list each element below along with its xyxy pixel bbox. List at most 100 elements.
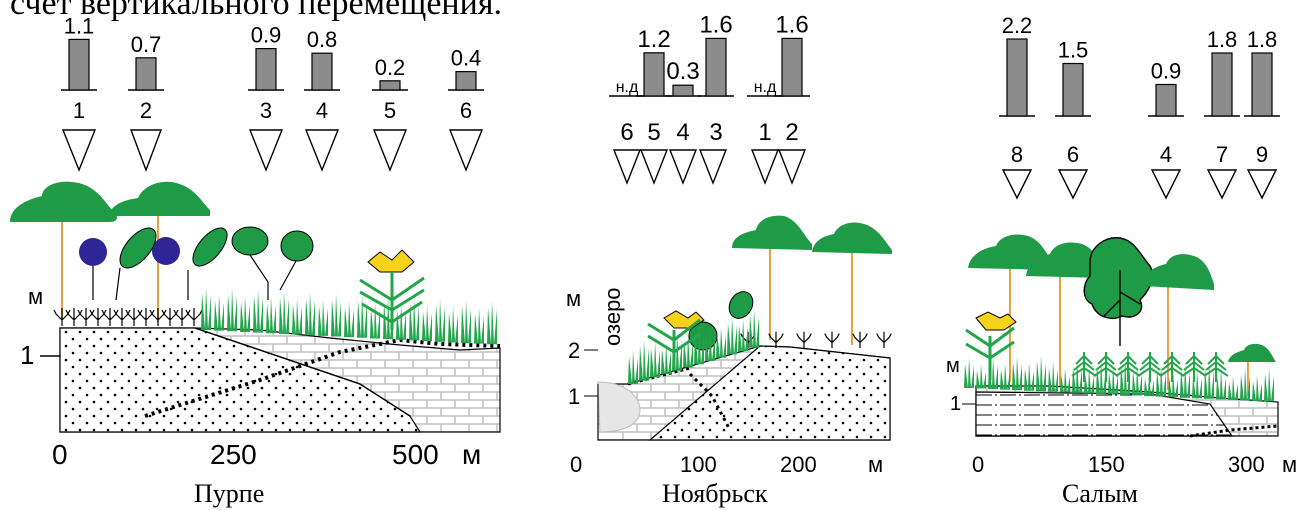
grass-icon <box>318 299 328 336</box>
bar-group-salym: 2.281.560.941.871.89 <box>999 13 1280 167</box>
bar-6 <box>455 70 477 91</box>
bar-4 <box>311 52 333 91</box>
bar-value-label: 0.9 <box>1151 59 1182 84</box>
grass-icon <box>694 324 704 365</box>
bar-6 <box>1062 62 1084 117</box>
vegetation-salym <box>964 234 1276 402</box>
shrub-icon <box>89 308 107 326</box>
triangle-marker <box>1057 169 1089 200</box>
grass-icon <box>1120 359 1130 396</box>
grass-icon <box>1024 362 1034 391</box>
bar-site-label: 6 <box>460 98 472 123</box>
pine-icon <box>1159 352 1185 382</box>
bar-site-label: 4 <box>316 98 328 123</box>
triangle-markers-noyabrsk <box>612 149 807 185</box>
panel-caption: Салым <box>1062 479 1138 508</box>
shrub-icon <box>137 308 155 326</box>
panel-caption: Ноябрьск <box>662 479 768 508</box>
bar-4 <box>672 84 694 97</box>
grass-icon <box>964 358 974 388</box>
grass-icon <box>227 288 237 332</box>
bar-value-label: 0.7 <box>131 32 162 57</box>
bar-value-label: н.д <box>754 79 777 96</box>
bar-1 <box>68 38 90 91</box>
vegetation-noyabrsk <box>628 215 892 384</box>
pine-icon <box>1137 352 1163 382</box>
grass-icon <box>331 293 341 337</box>
shrub-icon <box>796 331 812 348</box>
grass-icon <box>370 302 380 339</box>
triangle-marker <box>1150 169 1182 200</box>
grass-icon <box>1240 368 1250 401</box>
pine-icon <box>1093 352 1119 382</box>
grass-icon <box>396 303 406 340</box>
grass-icon <box>305 292 315 336</box>
grass-icon <box>1036 355 1046 392</box>
bar-site-label: 9 <box>1256 142 1268 167</box>
bar-value-label: н.д <box>616 79 639 96</box>
bar-7 <box>1211 52 1233 117</box>
x-tick-label: 100 <box>680 452 717 477</box>
shrub-icon <box>876 331 892 348</box>
bar-site-label: 6 <box>620 119 633 146</box>
bar-value-label: 1.6 <box>699 11 732 38</box>
grass-icon <box>628 350 638 384</box>
bar-9 <box>1251 52 1273 117</box>
bar-site-label: 5 <box>647 119 660 146</box>
bar-3 <box>255 47 277 91</box>
bar-value-label: 0.2 <box>375 55 406 80</box>
triangle-markers-salym <box>1001 169 1278 200</box>
grass-icon <box>422 305 432 342</box>
bar-value-label: 2.2 <box>1002 13 1033 38</box>
triangle-marker <box>1206 169 1238 200</box>
grass-icon <box>1192 370 1202 399</box>
triangle-markers-purpe <box>61 129 484 172</box>
grass-icon <box>661 343 671 375</box>
triangle-marker <box>698 149 728 185</box>
grass-icon <box>214 294 224 331</box>
x-axis-salym: 0 150 300 м <box>972 452 1297 477</box>
tree-crown-icon <box>1083 237 1154 320</box>
grass-icon <box>1132 365 1142 396</box>
x-tick-label: 250 <box>210 439 257 470</box>
x-unit-label: м <box>1282 452 1297 477</box>
leaf-icon <box>119 227 157 269</box>
bar-value-label: 1.8 <box>1247 27 1278 52</box>
grass-icon <box>1108 366 1118 395</box>
bar-site-label: 8 <box>1011 142 1023 167</box>
y-unit-label: м <box>28 284 43 309</box>
shrub-icon <box>852 331 868 348</box>
bar-site-label: 3 <box>260 98 272 123</box>
grass-icon <box>1084 367 1094 394</box>
header-text: счет вертикального перемещения. <box>10 0 502 22</box>
shrub-icon <box>173 308 191 326</box>
shrub-icon <box>53 308 71 326</box>
grass-icon <box>1012 356 1022 391</box>
shrub-icon <box>113 308 131 326</box>
shrub-icon <box>161 308 179 326</box>
triangle-marker <box>304 129 340 172</box>
grass-icon <box>1000 363 1010 390</box>
bar-site-label: 2 <box>140 98 152 123</box>
grass-icon <box>727 317 737 355</box>
tree-crown-icon <box>1142 254 1214 290</box>
leaf-icon <box>192 227 228 267</box>
x-tick-label: 0 <box>52 439 68 470</box>
x-tick-label: 500 <box>392 439 439 470</box>
tree-crown-icon <box>1228 343 1276 362</box>
flower-icon <box>367 249 415 273</box>
y-axis-salym: м 1 <box>946 355 976 415</box>
x-unit-label: м <box>868 452 883 477</box>
bar-site-label: 3 <box>709 119 722 146</box>
grass-icon <box>201 287 211 330</box>
bar-site-label: 2 <box>785 119 798 146</box>
x-tick-label: 150 <box>1088 452 1125 477</box>
berry-icon <box>79 238 107 266</box>
pine-icon <box>1203 352 1229 382</box>
shrub-icon <box>125 308 143 326</box>
leaf-icon <box>728 291 754 319</box>
triangle-marker <box>639 149 669 185</box>
triangle-marker <box>248 129 284 172</box>
grass-icon <box>461 300 471 343</box>
